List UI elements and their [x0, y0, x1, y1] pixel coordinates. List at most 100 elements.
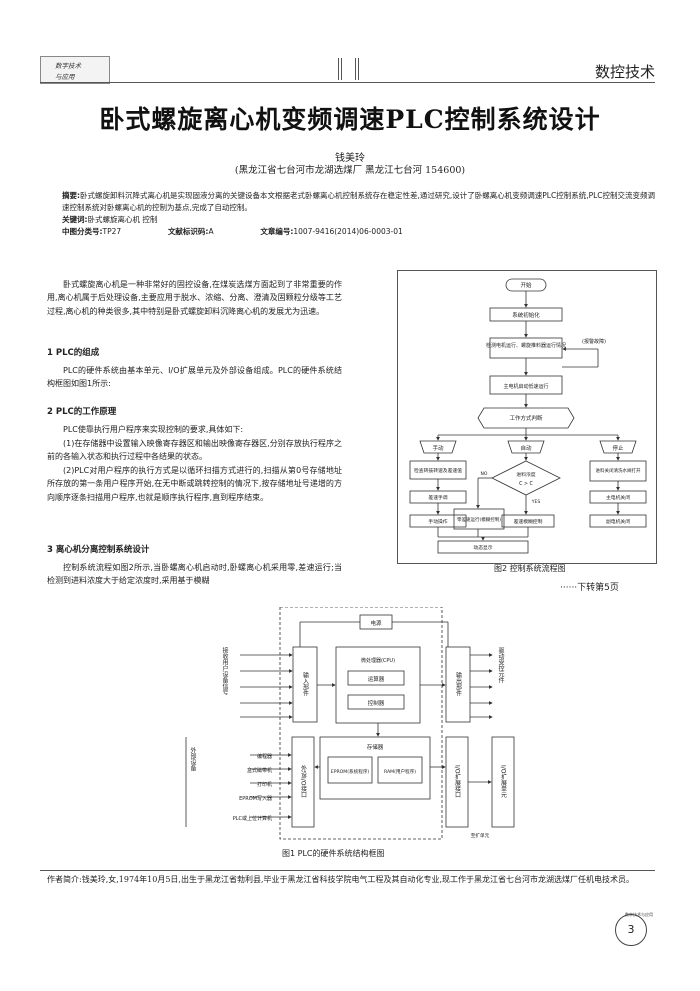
ext-io-text: 外设I/O接口: [299, 764, 307, 798]
logo-line1: 数字技术: [55, 62, 81, 70]
start-text: 开始: [520, 281, 532, 289]
init-text: 系统初始化: [512, 311, 540, 319]
device-2: 盒式磁带机: [247, 767, 272, 774]
mode-text: 工作方式判断: [509, 414, 543, 422]
author-bio: 作者简介:钱美玲,女,1974年10月5日,出生于黑龙江省勃利县,毕业于黑龙江省…: [47, 875, 635, 884]
ctrl-box: [347, 694, 405, 710]
to-unit-text: 至扩单元: [471, 832, 490, 839]
footnote-rule: [40, 870, 655, 871]
eprom-text: EPROM(系统程序): [331, 768, 370, 775]
para-control-design: 控制系统流程如图2所示,当卧螺离心机启动时,卧螺离心机采用零,差速运行;当检测到…: [47, 563, 342, 586]
abstract-label: 摘要:: [62, 191, 80, 200]
check-text: 检测电机运行、螺旋推料器运行情况: [486, 342, 566, 349]
figure-1-caption: 图1 PLC的硬件系统结构框图: [282, 849, 385, 858]
doc-label: 文献标识码:: [167, 227, 209, 236]
device-1: 编程器: [257, 753, 272, 760]
article-title: 卧式螺旋离心机变频调速PLC控制系统设计: [99, 105, 601, 134]
ram-text: RAM(用户程序): [384, 768, 416, 775]
heading-2: 2 PLC的工作原理: [47, 407, 117, 417]
plc-block-diagram: 电源 微处理器(CPU) 运算器 控制器 存储器 EPROM(系统程序) RAM…: [185, 606, 515, 840]
stop-step-1-text: 进料关闭清洗水阀打开: [596, 467, 641, 474]
page-number: 3: [615, 914, 647, 946]
author: 钱美玲: [335, 153, 365, 164]
header-divider-2: [355, 58, 359, 80]
header-rule: [40, 82, 655, 83]
concentration-decision: [491, 460, 561, 496]
io-ext-unit-text: I/O扩展单元: [499, 764, 507, 798]
para-principle-2: (2)PLC对用户程序的执行方式是以循环扫描方式进行的,扫描从第0号存储地址所存…: [47, 466, 342, 502]
io-ext-text: I/O扩展接口: [453, 764, 461, 798]
display-node: [437, 540, 529, 554]
display-text: 动态显示: [473, 544, 492, 551]
ext-devices-text: 外部设备: [189, 747, 196, 771]
input-side-text: 接收用户设备信号: [221, 647, 228, 695]
logo-line2: 与应用: [55, 73, 75, 81]
start-motor-text: 主电机启动低速运行: [503, 383, 548, 390]
cls-label: 中图分类号:: [62, 227, 103, 236]
yes-label: YES: [531, 499, 541, 505]
heading-1: 1 PLC的组成: [47, 348, 100, 358]
flowchart: 开始 系统初始化 检测电机运行、螺旋推料器运行情况 (报警故障) 主电机启动低速…: [409, 278, 647, 554]
stop-step-3: [589, 514, 647, 528]
auto-text: 自动: [520, 444, 532, 452]
section-name: 数控技术: [595, 63, 656, 81]
journal-logo: 数字技术 与应用: [40, 56, 110, 84]
output-side-text: 驱动受控元件: [497, 647, 504, 683]
auto-zero-diff: [453, 508, 505, 530]
figure-2-caption: 图2 控制系统流程图: [494, 564, 566, 573]
abstract-text: 卧式螺旋卸料沉降式离心机是实现固液分离的关键设备本文根据老式卧螺离心机控制系统存…: [62, 191, 656, 212]
input-unit-box: [292, 646, 318, 723]
manual-step-1-text: 检查转鼓转速及差速值: [414, 467, 462, 474]
manual-node: [419, 440, 457, 454]
doc-value: A: [208, 227, 214, 236]
output-unit-text: 输出部件: [454, 672, 462, 696]
manual-step-3-text: 手动操作: [428, 518, 447, 525]
auto-zero-text: 零差速运行(模糊控制): [457, 516, 501, 523]
alu-text: 运算器: [368, 675, 385, 683]
ext-io-box: [291, 736, 315, 828]
manual-step-2-text: 差速手调: [428, 494, 447, 501]
article-no-label: 文章编号:: [260, 227, 294, 236]
power-text: 电源: [370, 619, 382, 627]
mode-node: [477, 407, 575, 429]
figure-2-frame: 开始 系统初始化 检测电机运行、螺旋推料器运行情况 (报警故障) 主电机启动低速…: [397, 270, 657, 564]
header-divider-1: [338, 58, 342, 80]
output-unit-box: [445, 646, 471, 723]
concentration-compare: C > C: [519, 481, 533, 487]
cls-value: TP27: [102, 227, 122, 236]
io-ext-unit-box: [491, 736, 515, 828]
memory-box: [319, 736, 431, 800]
para-principle: PLC使靠执行用户程序来实现控制的要求,具体如下:: [63, 425, 244, 434]
cpu-text: 微处理器(CPU): [361, 657, 395, 664]
memory-text: 存储器: [367, 743, 384, 751]
stop-node: [599, 440, 637, 454]
no-label: NO: [481, 471, 488, 477]
manual-text: 手动: [432, 444, 444, 452]
para-plc-composition: PLC的硬件系统由基本单元、I/O扩展单元及外部设备组成。PLC的硬件系统结构框…: [47, 366, 342, 389]
device-4: EPROM写入器: [239, 796, 272, 802]
affiliation: (黑龙江省七台河市龙湖选煤厂 黑龙江七台河 154600): [234, 165, 466, 176]
journal-badge: 数字技术与应用: [625, 912, 653, 917]
eprom-box: [327, 756, 373, 784]
para-intro: 卧式螺旋离心机是一种非常好的固控设备,在煤炭选煤方面起到了非常重要的作用,离心机…: [47, 280, 342, 316]
plc-boundary: [279, 606, 443, 840]
stop-step-2-text: 主电机关闭: [606, 494, 630, 501]
input-unit-text: 输入部件: [301, 672, 309, 696]
stop-text: 停止: [612, 444, 624, 452]
figure-1: 电源 微处理器(CPU) 运算器 控制器 存储器 EPROM(系统程序) RAM…: [180, 606, 522, 843]
continued-note: ······下转第5页: [560, 583, 619, 593]
keywords-label: 关键词:: [62, 215, 88, 224]
abstract-block: 摘要:卧式螺旋卸料沉降式离心机是实现固液分离的关键设备本文根据老式卧螺离心机控制…: [62, 190, 662, 238]
auto-fuzzy-text: 差速模糊控制: [514, 518, 543, 525]
heading-3: 3 离心机分离控制系统设计: [47, 545, 150, 555]
alu-box: [347, 670, 405, 686]
ctrl-text: 控制器: [368, 699, 385, 707]
device-5: PLC或上位计算机: [233, 815, 272, 822]
auto-node: [507, 440, 545, 454]
keywords: 卧式螺旋离心机 控制: [87, 215, 158, 224]
device-3: 打印机: [257, 781, 272, 788]
stop-step-3-text: 副电机关闭: [606, 518, 630, 525]
fault-text: (报警故障): [582, 338, 606, 345]
ram-box: [377, 756, 423, 784]
concentration-text: 进料浓度: [516, 471, 535, 478]
